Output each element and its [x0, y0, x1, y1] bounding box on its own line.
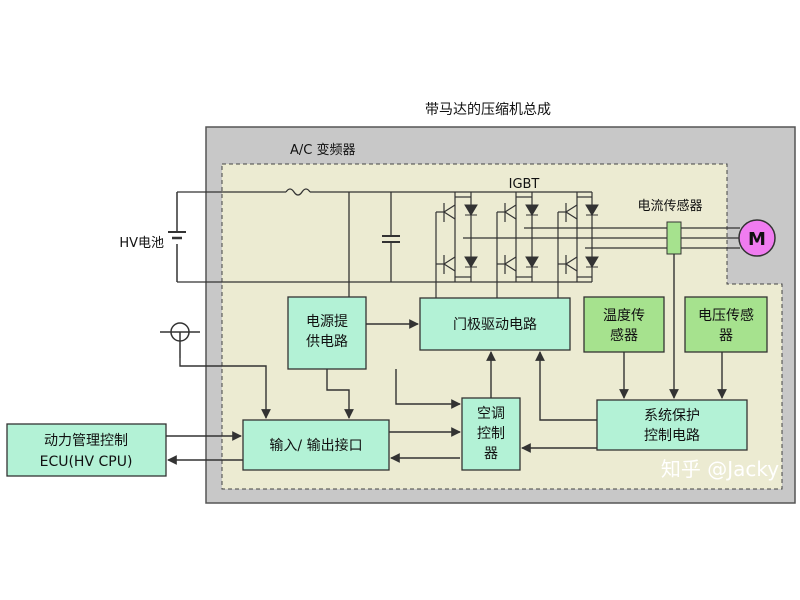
igbt-bridge: [435, 192, 740, 298]
io-interface-block: 输入/ 输出接口: [242, 419, 390, 471]
voltage-sensor-block: 电压传感 器: [684, 296, 768, 353]
igbt-label: IGBT: [509, 177, 540, 192]
ac-controller-line-1: 空调: [477, 406, 505, 422]
protection-line-1: 系统保护: [644, 408, 700, 424]
motor-label: M: [748, 229, 766, 250]
temp-sensor-line-1: 温度传: [603, 308, 645, 324]
ecu-block: 动力管理控制 ECU(HV CPU): [6, 423, 167, 477]
gate-drive-label: 门极驱动电路: [453, 317, 537, 333]
ecu-line-1: 动力管理控制: [44, 433, 128, 449]
protection-line-2: 控制电路: [644, 428, 700, 444]
ac-controller-line-2: 控制: [477, 426, 505, 442]
igbt-diodes: [464, 204, 599, 268]
temp-sensor-line-2: 感器: [610, 327, 638, 344]
power-supply-line-2: 供电路: [306, 334, 348, 350]
ecu-line-2: ECU(HV CPU): [40, 454, 133, 470]
io-interface-label: 输入/ 输出接口: [269, 437, 362, 454]
gate-drive-block: 门极驱动电路: [419, 297, 571, 351]
hv-bus-wires: [177, 188, 592, 297]
current-sensor-label: 电流传感器: [637, 198, 702, 214]
signal-arrows: [166, 254, 727, 465]
hv-battery: [168, 192, 186, 282]
power-supply-block: 电源提 供电路: [287, 296, 367, 370]
battery-label: HV电池: [119, 236, 164, 251]
inverter-label: A/C 变频器: [290, 142, 355, 158]
ac-controller-block: 空调 控制 器: [461, 397, 521, 471]
voltage-sensor-line-2: 器: [719, 328, 733, 344]
power-supply-line-1: 电源提: [306, 314, 348, 330]
external-terminal-icon: [160, 322, 200, 358]
voltage-sensor-line-1: 电压传感: [698, 307, 754, 324]
watermark: 知乎 @Jacky: [661, 457, 779, 481]
current-sensor-box: [666, 221, 682, 255]
diagram-title: 带马达的压缩机总成: [425, 102, 551, 118]
temp-sensor-block: 温度传 感器: [583, 296, 665, 353]
motor-icon: [738, 219, 776, 257]
protection-block: 系统保护 控制电路: [596, 399, 748, 451]
ac-controller-line-3: 器: [484, 446, 498, 462]
